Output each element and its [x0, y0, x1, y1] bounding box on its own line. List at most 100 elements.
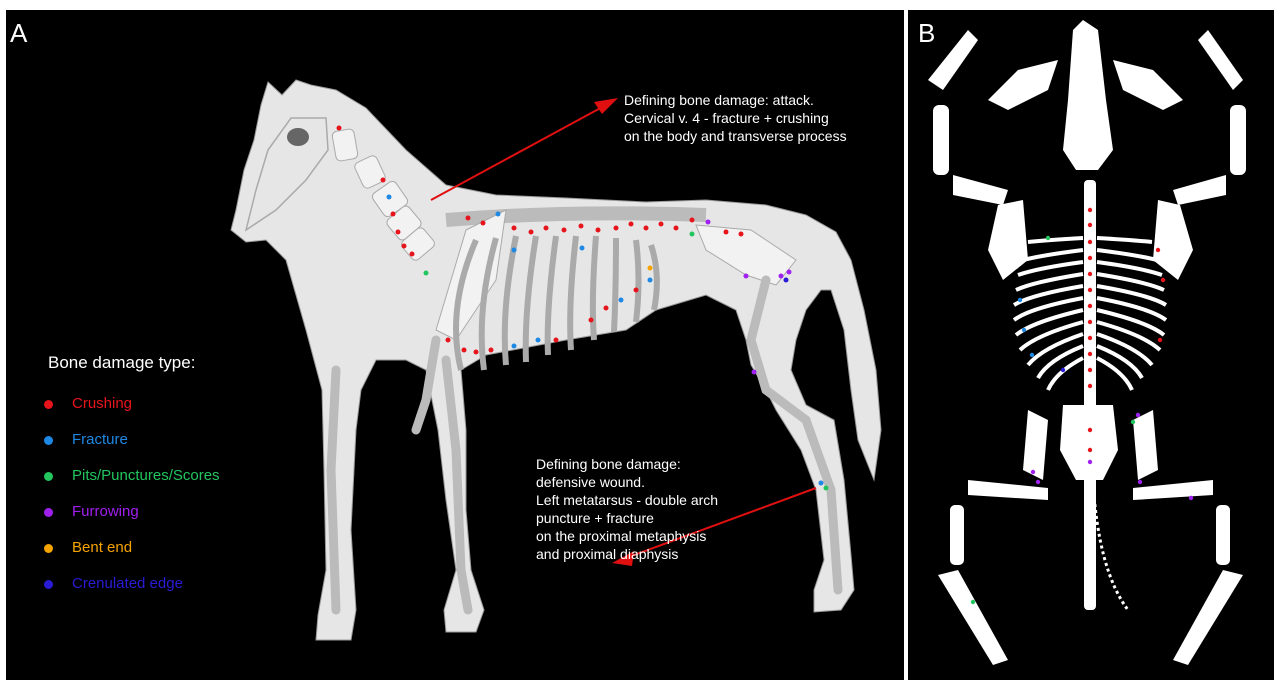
- marker-crushing: [544, 226, 549, 231]
- pelvis: [1060, 405, 1118, 480]
- marker-crushing: [1158, 338, 1162, 342]
- marker-fracture: [387, 195, 392, 200]
- marker-crushing: [604, 306, 609, 311]
- legend-label: Crushing: [72, 395, 132, 412]
- eye-socket: [287, 128, 309, 146]
- marker-crushing: [724, 230, 729, 235]
- marker-crushing: [614, 226, 619, 231]
- furrowing-dot-icon: [44, 508, 53, 517]
- legend-label: Bent end: [72, 539, 132, 556]
- thoracic-spine: [446, 213, 706, 220]
- marker-furrowing: [1036, 480, 1040, 484]
- left-humerus: [953, 175, 1008, 205]
- marker-crushing: [589, 318, 594, 323]
- marker-crushing: [462, 348, 467, 353]
- marker-crushing: [489, 348, 494, 353]
- marker-furrowing: [752, 370, 757, 375]
- marker-furrowing: [787, 270, 792, 275]
- left-metatarsus: [950, 505, 964, 565]
- marker-fracture: [819, 481, 824, 486]
- marker-crushing: [1088, 272, 1092, 276]
- marker-crushing: [1088, 384, 1092, 388]
- spine: [1084, 180, 1096, 610]
- bent-end-dot-icon: [44, 544, 53, 553]
- marker-crushing: [474, 350, 479, 355]
- marker-crushing: [690, 218, 695, 223]
- marker-crushing: [1088, 428, 1092, 432]
- marker-crenulated: [784, 278, 789, 283]
- tail: [1093, 480, 1128, 610]
- legend-label: Pits/Punctures/Scores: [72, 467, 220, 484]
- marker-crushing: [659, 222, 664, 227]
- left-lower-leg: [938, 570, 1008, 665]
- right-lower-leg: [1173, 570, 1243, 665]
- marker-crushing: [381, 178, 386, 183]
- marker-pits: [971, 600, 975, 604]
- legend-label: Crenulated edge: [72, 575, 183, 592]
- marker-crushing: [1088, 256, 1092, 260]
- marker-fracture: [512, 344, 517, 349]
- marker-crushing: [674, 226, 679, 231]
- right-humerus: [1173, 175, 1226, 205]
- marker-furrowing: [1138, 480, 1142, 484]
- right-femur: [1133, 410, 1158, 480]
- marker-fracture: [1018, 298, 1022, 302]
- attack-arrow-head: [594, 98, 618, 114]
- marker-crenulated: [1061, 368, 1065, 372]
- pits-dot-icon: [44, 472, 53, 481]
- marker-crushing: [481, 221, 486, 226]
- marker-crushing: [644, 226, 649, 231]
- marker-crushing: [634, 288, 639, 293]
- marker-furrowing: [744, 274, 749, 279]
- marker-pits: [1131, 420, 1135, 424]
- marker-pits: [1046, 236, 1050, 240]
- marker-crushing: [1088, 368, 1092, 372]
- marker-crushing: [1088, 304, 1092, 308]
- panel-b-letter: B: [918, 18, 935, 49]
- marker-crushing: [396, 230, 401, 235]
- marker-crushing: [554, 338, 559, 343]
- marker-crushing: [1088, 336, 1092, 340]
- crushing-dot-icon: [44, 400, 53, 409]
- marker-crushing: [446, 338, 451, 343]
- marker-fracture: [496, 212, 501, 217]
- right-scapula: [1153, 200, 1193, 280]
- marker-crushing: [1156, 248, 1160, 252]
- defense-callout-text: Defining bone damage: defensive wound. L…: [536, 455, 718, 563]
- marker-crushing: [402, 244, 407, 249]
- marker-crushing: [466, 216, 471, 221]
- marker-crushing: [1088, 240, 1092, 244]
- marker-crushing: [1088, 288, 1092, 292]
- marker-crushing: [391, 212, 396, 217]
- marker-crushing: [512, 226, 517, 231]
- left-femur: [1023, 410, 1048, 480]
- marker-crushing: [1088, 448, 1092, 452]
- left-jaw: [988, 60, 1058, 110]
- marker-crushing: [562, 228, 567, 233]
- marker-pits: [824, 486, 829, 491]
- top-border: [0, 0, 1274, 10]
- marker-crushing: [529, 230, 534, 235]
- marker-furrowing: [1189, 496, 1193, 500]
- attack-arrow-line: [431, 105, 606, 200]
- marker-furrowing: [1088, 460, 1092, 464]
- marker-crushing: [1088, 352, 1092, 356]
- marker-crushing: [1161, 278, 1165, 282]
- marker-furrowing: [779, 274, 784, 279]
- marker-crushing: [629, 222, 634, 227]
- fracture-dot-icon: [44, 436, 53, 445]
- marker-fracture: [1030, 353, 1034, 357]
- marker-fracture: [648, 278, 653, 283]
- crenulated-dot-icon: [44, 580, 53, 589]
- right-metatarsus: [1216, 505, 1230, 565]
- marker-crushing: [1088, 320, 1092, 324]
- left-radius: [933, 105, 949, 175]
- left-foreleg-upper: [928, 30, 978, 90]
- skull: [1063, 20, 1113, 170]
- marker-crushing: [1088, 208, 1092, 212]
- marker-bent: [648, 266, 653, 271]
- marker-fracture: [619, 298, 624, 303]
- marker-crushing: [1088, 223, 1092, 227]
- panel-a-letter: A: [10, 18, 27, 49]
- marker-fracture: [536, 338, 541, 343]
